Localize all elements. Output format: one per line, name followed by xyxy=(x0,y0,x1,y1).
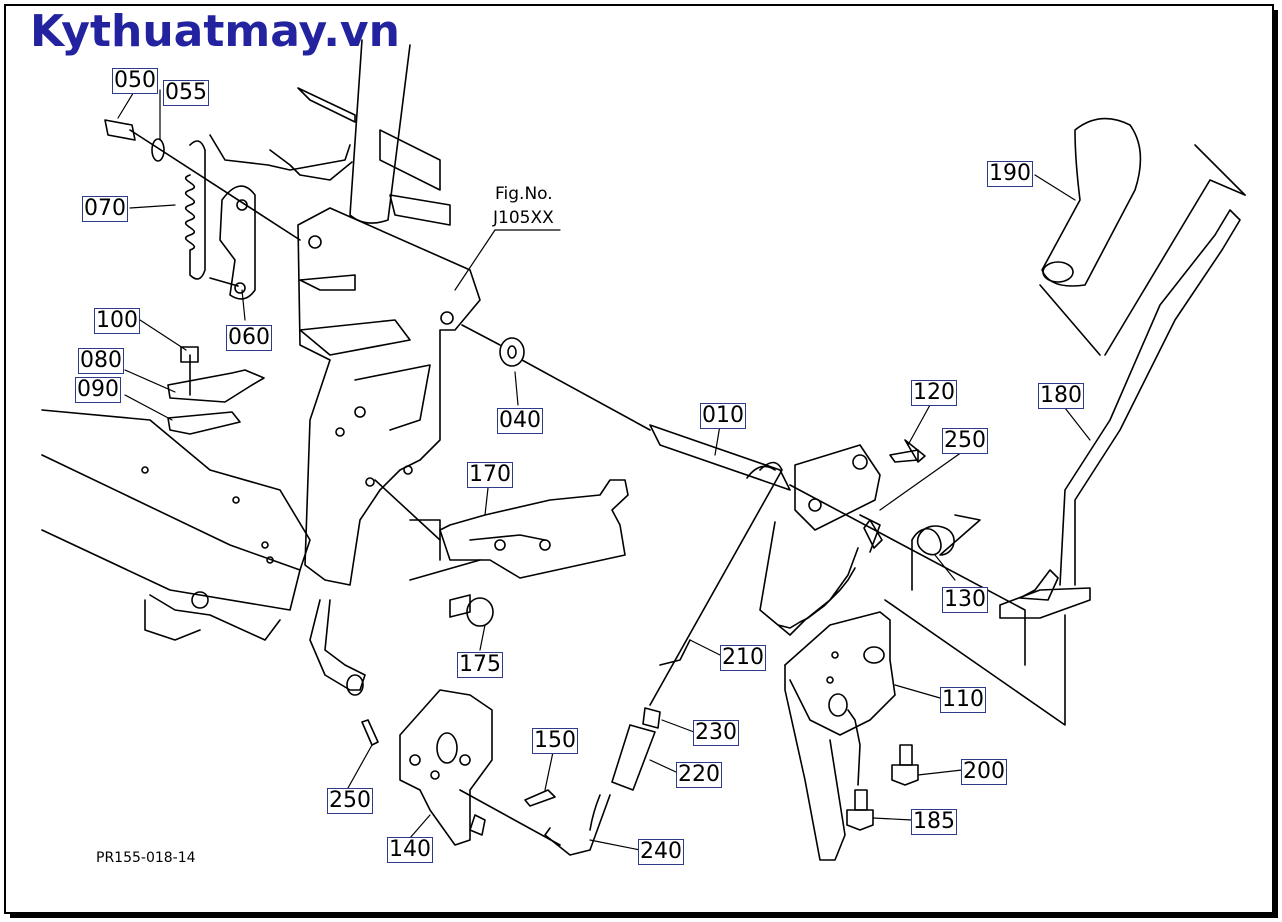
part-label-120[interactable]: 120 xyxy=(911,380,957,406)
spring-130 xyxy=(911,514,981,556)
arm-140 xyxy=(399,689,493,846)
part-label-250-lower[interactable]: 250 xyxy=(327,788,373,814)
pedal-bracket xyxy=(297,207,481,586)
part-label-100[interactable]: 100 xyxy=(94,308,140,334)
lever-180 xyxy=(1059,209,1241,586)
part-label-210[interactable]: 210 xyxy=(720,645,766,671)
watermark-logo: Kythuatmay.vn xyxy=(30,6,400,57)
clevis-bracket xyxy=(794,444,881,531)
part-label-230[interactable]: 230 xyxy=(693,720,739,746)
part-label-060[interactable]: 060 xyxy=(226,325,272,351)
part-label-110[interactable]: 110 xyxy=(940,687,986,713)
part-label-170[interactable]: 170 xyxy=(467,462,513,488)
shaft-010 xyxy=(649,424,791,491)
drawing-frame xyxy=(4,4,1274,914)
part-label-240[interactable]: 240 xyxy=(638,839,684,865)
part-label-040[interactable]: 040 xyxy=(497,408,543,434)
washer-040 xyxy=(499,337,525,367)
pedal-110 xyxy=(784,611,896,736)
part-label-175[interactable]: 175 xyxy=(457,652,503,678)
frame-rail xyxy=(41,409,311,571)
frame-shadow-right xyxy=(1274,10,1278,918)
cotter-pin-120 xyxy=(904,439,926,463)
plate-060 xyxy=(219,185,256,300)
steering-column xyxy=(349,39,411,224)
bracket-080 xyxy=(167,369,265,403)
part-label-130[interactable]: 130 xyxy=(942,587,988,613)
plate-code: PR155-018-14 xyxy=(96,850,196,866)
part-label-140[interactable]: 140 xyxy=(387,837,433,863)
part-label-055[interactable]: 055 xyxy=(163,80,209,106)
part-label-010[interactable]: 010 xyxy=(700,403,746,429)
cotter-pin-250-upper xyxy=(863,519,883,549)
column-bracket-upper xyxy=(297,87,356,123)
bolt-185 xyxy=(854,789,868,811)
bolt-050 xyxy=(104,119,136,141)
lever-170 xyxy=(439,479,629,579)
rod-240 xyxy=(544,794,611,856)
spring-070 xyxy=(184,140,206,280)
part-label-080[interactable]: 080 xyxy=(78,348,124,374)
part-label-050[interactable]: 050 xyxy=(112,68,158,94)
part-label-220[interactable]: 220 xyxy=(676,762,722,788)
part-label-200[interactable]: 200 xyxy=(961,759,1007,785)
figure-ref-line1: Fig.No. xyxy=(495,184,553,204)
part-label-070[interactable]: 070 xyxy=(82,196,128,222)
part-label-150[interactable]: 150 xyxy=(532,728,578,754)
figure-ref-line2: J105XX xyxy=(493,208,554,228)
cotter-pin-250-lower xyxy=(361,719,379,746)
tube-220 xyxy=(611,724,656,791)
part-label-185[interactable]: 185 xyxy=(911,809,957,835)
nut-230 xyxy=(642,707,661,729)
part-label-190[interactable]: 190 xyxy=(987,161,1033,187)
pedal-rod xyxy=(309,599,366,691)
bolt-200 xyxy=(899,744,913,766)
frame-shadow-bottom xyxy=(10,914,1278,918)
cotter-pin-150 xyxy=(524,789,556,807)
part-label-090[interactable]: 090 xyxy=(75,377,121,403)
bracket-090 xyxy=(167,411,241,435)
part-label-250-upper[interactable]: 250 xyxy=(942,428,988,454)
bolt-175 xyxy=(449,594,471,618)
part-label-180[interactable]: 180 xyxy=(1038,383,1084,409)
knob-190 xyxy=(1041,117,1142,287)
